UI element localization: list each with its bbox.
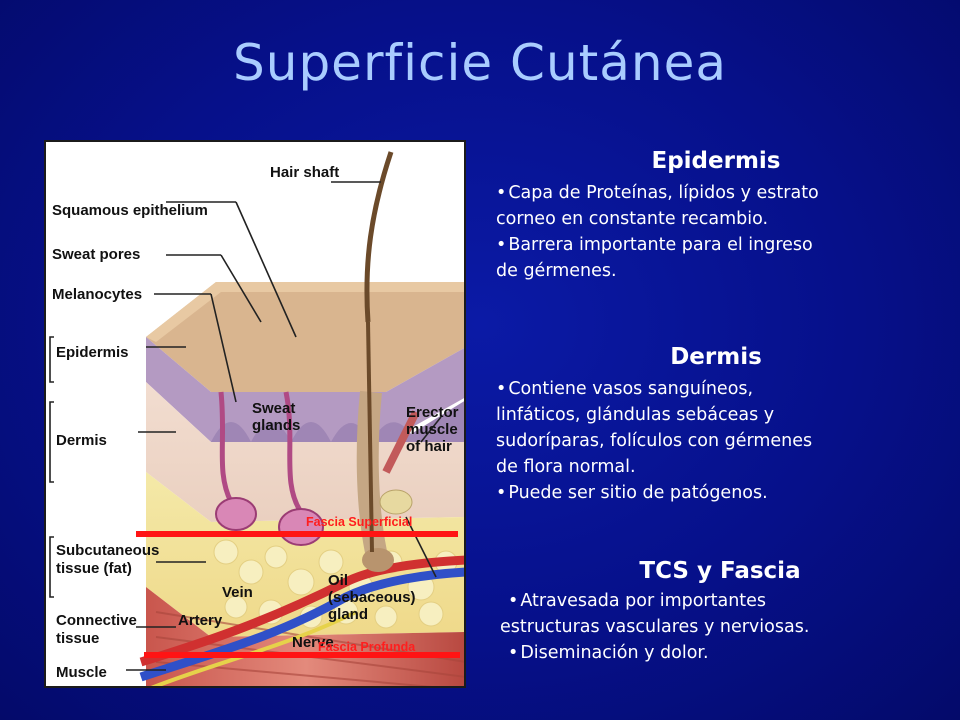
dermis-item: linfáticos, glándulas sebáceas y <box>496 405 775 425</box>
fascia-superficial-line <box>136 531 458 537</box>
fascia-profunda-label: Fascia Profunda <box>318 640 416 654</box>
skin-anatomy-figure: Hair shaft Squamous epithelium Sweat por… <box>44 140 466 688</box>
dermis-item: de flora normal. <box>496 457 636 477</box>
label-sweat-glands-line1: Sweat <box>252 400 296 417</box>
label-muscle: Muscle <box>56 664 107 681</box>
label-squamous-epithelium: Squamous epithelium <box>52 202 208 219</box>
tcs-fascia-heading: TCS y Fascia <box>639 558 801 584</box>
label-hair-shaft: Hair shaft <box>270 164 340 181</box>
label-connective-line2: tissue <box>56 630 100 647</box>
label-vein: Vein <box>222 584 253 601</box>
label-dermis: Dermis <box>56 432 107 449</box>
label-melanocytes: Melanocytes <box>52 286 143 303</box>
label-sweat-glands-line2: glands <box>252 417 301 434</box>
epidermis-item: •Capa de Proteínas, lípidos y estrato <box>496 183 819 203</box>
epidermis-heading: Epidermis <box>651 148 781 174</box>
dermis-item: •Contiene vasos sanguíneos, <box>496 379 754 399</box>
label-connective-line1: Connective <box>56 612 137 629</box>
tcs-item: •Atravesada por importantes <box>508 591 767 611</box>
epidermis-item: de gérmenes. <box>496 261 617 281</box>
tcs-item: estructuras vasculares y nerviosas. <box>500 617 810 637</box>
fascia-profunda-line <box>144 652 460 658</box>
label-erector-line1: Erector <box>406 404 459 421</box>
epidermis-section: Epidermis •Capa de Proteínas, lípidos y … <box>496 146 936 284</box>
label-oil-line1: Oil <box>328 572 349 589</box>
label-oil-line3: gland <box>328 606 368 623</box>
slide-title: Superficie Cutánea <box>233 34 727 92</box>
tcs-fascia-section: TCS y Fascia •Atravesada por importantes… <box>500 556 940 666</box>
label-sweat-pores: Sweat pores <box>52 246 141 263</box>
skin-illustration <box>49 151 464 686</box>
dermis-item: •Puede ser sitio de patógenos. <box>496 483 768 503</box>
tcs-item: •Diseminación y dolor. <box>508 643 709 663</box>
label-artery: Artery <box>178 612 223 629</box>
fascia-superficial-label: Fascia Superficial <box>306 515 413 529</box>
label-epidermis: Epidermis <box>56 344 129 361</box>
label-erector-line2: muscle <box>406 421 458 438</box>
label-subcutaneous-line2: tissue (fat) <box>56 560 132 577</box>
label-subcutaneous-line1: Subcutaneous <box>56 542 160 559</box>
label-erector-line3: of hair <box>406 438 452 455</box>
label-oil-line2: (sebaceous) <box>328 589 416 606</box>
dermis-item: sudoríparas, folículos con gérmenes <box>496 431 813 451</box>
dermis-heading: Dermis <box>670 344 762 370</box>
dermis-section: Dermis •Contiene vasos sanguíneos, linfá… <box>496 342 936 506</box>
epidermis-item: corneo en constante recambio. <box>496 209 769 229</box>
label-nerve: Nerve <box>292 634 334 651</box>
epidermis-item: •Barrera importante para el ingreso <box>496 235 813 255</box>
